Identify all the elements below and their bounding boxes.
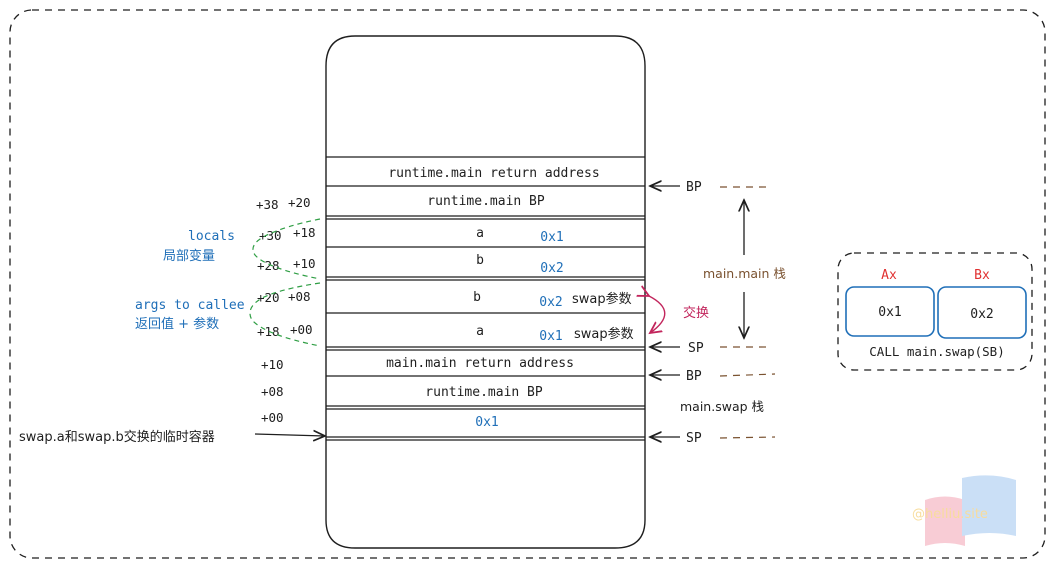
stack-row-dividers	[326, 156, 645, 441]
watermark-text: @helliu.site	[912, 507, 988, 522]
sp1-label: SP	[688, 341, 704, 356]
offset-10-main: +10	[293, 256, 316, 271]
bp2-dash	[719, 373, 776, 377]
offset-08-swap: +08	[261, 384, 284, 399]
ax-register-value: 0x1	[878, 305, 901, 320]
row-value-arg-b: 0x2	[539, 295, 562, 310]
row-label-local-a: a	[476, 226, 484, 241]
bp1-label: BP	[686, 180, 702, 195]
offset-10-swap: +10	[261, 357, 284, 372]
main-stack-label: main.main 栈	[703, 266, 786, 281]
watermark-logo: @helliu.site	[912, 475, 1016, 546]
bx-register-box	[937, 286, 1027, 339]
call-instruction-label: CALL main.swap(SB)	[869, 344, 1004, 359]
outer-frame	[9, 9, 1046, 559]
temp-container-arrow	[254, 434, 325, 436]
sp2-label: SP	[686, 431, 702, 446]
green-brace-locals	[252, 218, 321, 280]
offset-00-swap: +00	[261, 410, 284, 425]
offset-08-main: +08	[288, 289, 311, 304]
row-label-runtime-main-return: runtime.main return address	[388, 166, 599, 181]
swap-param-a-label: swap参数	[574, 326, 634, 342]
row-value-local-b: 0x2	[540, 261, 563, 276]
offset-38: +38	[256, 197, 279, 212]
sp2-dash	[719, 436, 776, 439]
row-label-arg-b: b	[473, 290, 481, 305]
row-value-arg-a: 0x1	[539, 329, 562, 344]
locals-zh-label: 局部变量	[163, 248, 215, 264]
offset-18: +18	[257, 324, 280, 339]
row-value-temp: 0x1	[475, 415, 498, 430]
row-label-local-b: b	[476, 253, 484, 268]
swap-exchange-arrow	[649, 296, 666, 333]
ax-register-name: Ax	[881, 268, 897, 283]
swap-param-b-label: swap参数	[572, 291, 632, 307]
swap-stack-label: main.swap 栈	[680, 399, 764, 414]
args-label: args to callee	[135, 298, 245, 313]
args-zh-label: 返回值 + 参数	[135, 316, 219, 332]
row-label-runtime-main-bp: runtime.main BP	[427, 194, 545, 209]
offset-30: +30	[259, 228, 282, 243]
offset-18-main: +18	[293, 225, 316, 240]
row-label-swap-runtime-bp: runtime.main BP	[425, 385, 543, 400]
row-label-main-return: main.main return address	[386, 356, 574, 371]
swap-exchange-label: 交换	[683, 305, 709, 321]
stack-column	[325, 35, 646, 549]
bx-register-name: Bx	[974, 268, 990, 283]
green-brace-args	[249, 282, 321, 347]
offset-labels: +38 +20 +30 +18 +28 +10 +20 +08 +18 +00 …	[256, 195, 316, 425]
offset-20-main: +20	[288, 195, 311, 210]
temp-container-label: swap.a和swap.b交换的临时容器	[19, 429, 215, 445]
row-value-local-a: 0x1	[540, 230, 563, 245]
offset-20: +20	[257, 290, 280, 305]
locals-label: locals	[188, 229, 235, 244]
bx-register-value: 0x2	[970, 307, 993, 322]
offset-00-main: +00	[290, 322, 313, 337]
ax-register-box	[845, 286, 935, 337]
bp2-label: BP	[686, 369, 702, 384]
row-label-arg-a: a	[476, 324, 484, 339]
registers-frame	[837, 252, 1033, 371]
